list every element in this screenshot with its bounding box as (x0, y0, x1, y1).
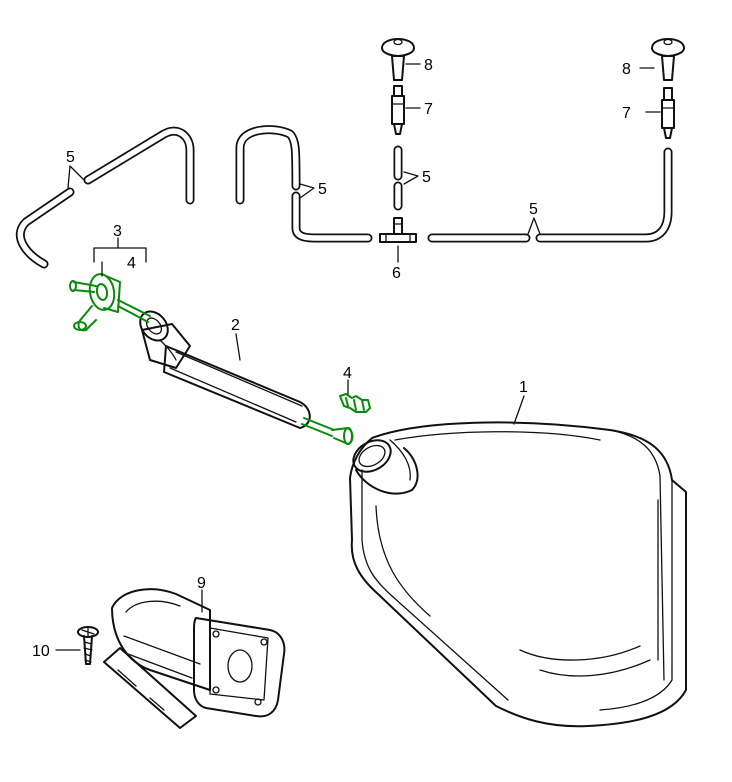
hose-left-pair (15, 126, 195, 269)
check-valve-right (661, 87, 675, 139)
nozzle-right (651, 38, 685, 81)
filter-pipe (139, 310, 311, 429)
leader-2 (235, 333, 241, 361)
pipe-outlet-highlight (301, 417, 354, 445)
suction-valve-highlight (69, 273, 151, 332)
hose-right-pair (427, 147, 673, 243)
callout-5-mid: 5 (318, 181, 327, 198)
callout-4-cap: 4 (343, 365, 352, 382)
leader-1 (513, 395, 525, 425)
valve-body (103, 275, 121, 313)
callout-6: 6 (392, 265, 401, 282)
callout-7-right: 7 (622, 105, 631, 122)
callout-2: 2 (231, 317, 240, 334)
callout-3: 3 (113, 223, 122, 240)
callout-5-vert: 5 (422, 169, 431, 186)
callout-lines (55, 63, 661, 651)
washer-reservoir (349, 421, 687, 728)
valve-elbow (77, 305, 97, 332)
leader-5-left (67, 165, 85, 189)
callout-8-right: 8 (622, 61, 631, 78)
valve-rod (117, 299, 151, 323)
leader-5-right (527, 217, 541, 235)
washer-pump-motor (103, 588, 286, 729)
callout-9: 9 (197, 575, 206, 592)
valve-flange (88, 273, 116, 311)
leader-3-bracket (93, 237, 147, 263)
valve-stem (73, 281, 97, 293)
nozzle-left (381, 38, 415, 81)
callout-8-left: 8 (424, 57, 433, 74)
callout-5-right: 5 (529, 201, 538, 218)
leader-5-vert (403, 171, 419, 185)
callout-10: 10 (32, 643, 50, 660)
t-connector (379, 217, 417, 243)
callout-5-left: 5 (66, 149, 75, 166)
outlet-tube (301, 417, 335, 437)
outlet-nipple (331, 427, 354, 445)
check-valve-left (391, 85, 405, 135)
callout-1: 1 (519, 379, 528, 396)
check-cap-highlight (339, 393, 371, 413)
callout-7-left: 7 (424, 101, 433, 118)
callout-4-bracket: 4 (127, 255, 136, 272)
leader-5-mid (299, 183, 315, 199)
hose-mid-pair (235, 125, 373, 243)
mounting-screw (77, 626, 99, 665)
callout-numbers: 1 2 3 4 4 5 5 5 5 6 7 7 8 8 9 10 (32, 57, 631, 660)
